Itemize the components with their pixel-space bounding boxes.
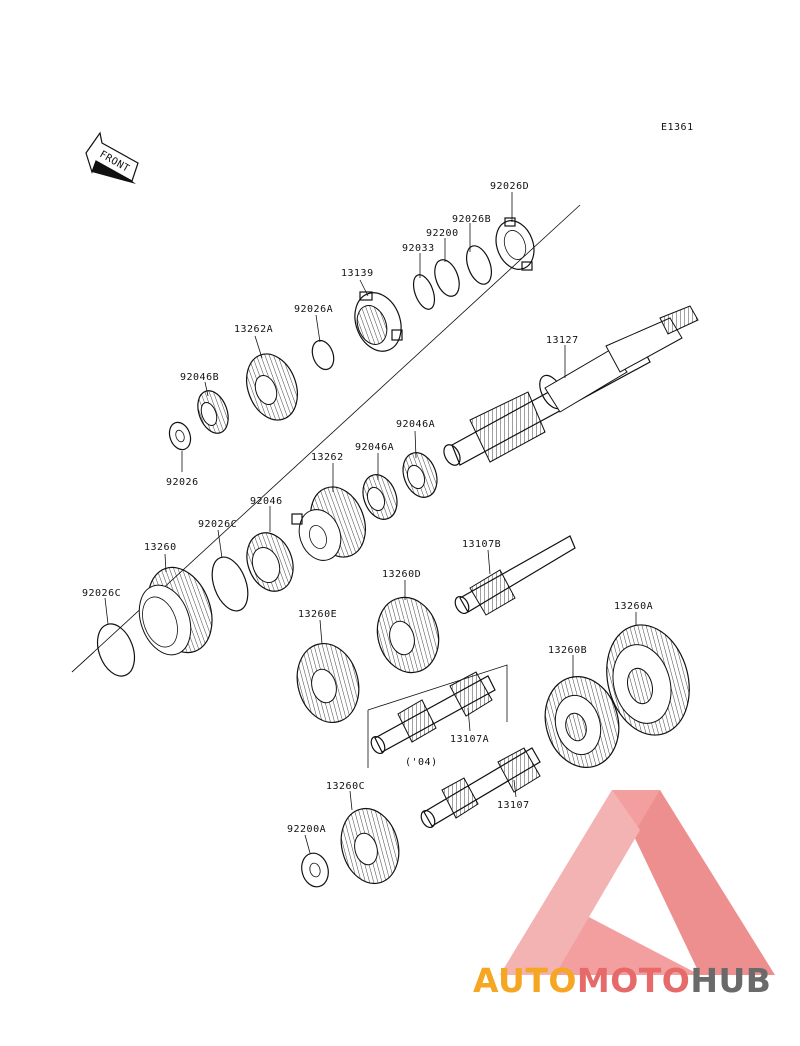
label-92200: 92200 — [426, 228, 459, 239]
label-13260D: 13260D — [382, 569, 421, 580]
label-13260E: 13260E — [298, 609, 337, 620]
part-13260E — [296, 642, 360, 724]
label-92026B: 92026B — [452, 214, 491, 225]
label-13107B: 13107B — [462, 539, 501, 550]
label-13139: 13139 — [341, 268, 374, 279]
part-13260B — [544, 676, 620, 768]
part-92026C-1 — [211, 556, 249, 612]
label-92026D: 92026D — [490, 181, 529, 192]
label-13107A: 13107A — [450, 734, 489, 745]
label-92046: 92046 — [250, 496, 283, 507]
label-92046A-1: 92046A — [396, 419, 435, 430]
part-92200 — [434, 259, 460, 297]
label-13107: 13107 — [497, 800, 530, 811]
part-13260 — [138, 566, 213, 656]
label-92026C-1: 92026C — [198, 519, 237, 530]
part-13107 — [420, 747, 541, 829]
watermark-part-hub: HUB — [690, 961, 772, 1000]
part-92046A-1 — [402, 452, 438, 498]
label-92046A-2: 92046A — [355, 442, 394, 453]
part-labels: 92026D 92026B 92200 92033 13139 92026A 1… — [82, 181, 653, 835]
part-92026C-2 — [96, 623, 136, 677]
label-92200A: 92200A — [287, 824, 326, 835]
watermark-text: AUTOMOTOHUB — [473, 964, 771, 997]
part-13260D — [376, 596, 440, 674]
watermark-part-moto: MOTO — [576, 961, 691, 1000]
part-92033 — [412, 274, 436, 310]
label-13260B: 13260B — [548, 645, 587, 656]
part-92046 — [246, 532, 294, 592]
part-92046B — [197, 390, 229, 434]
part-92200A — [301, 852, 329, 888]
front-arrow-icon: FRONT — [85, 131, 139, 184]
part-92026 — [168, 421, 192, 451]
part-13262 — [291, 486, 366, 561]
part-13107B — [454, 535, 576, 616]
part-92026B — [466, 245, 492, 285]
part-92026D — [495, 217, 535, 271]
leader-lines — [104, 192, 637, 854]
part-13262A — [246, 353, 298, 421]
watermark-logo-icon — [500, 790, 775, 975]
label-92026: 92026 — [166, 477, 199, 488]
label-92026C-2: 92026C — [82, 588, 121, 599]
label-92033: 92033 — [402, 243, 435, 254]
label-13260: 13260 — [144, 542, 177, 553]
watermark-part-auto: AUTO — [473, 961, 577, 1000]
label-92046B: 92046B — [180, 372, 219, 383]
label-92026A: 92026A — [294, 304, 333, 315]
label-13262A: 13262A — [234, 324, 273, 335]
label-13260C: 13260C — [326, 781, 365, 792]
part-13107A — [370, 671, 496, 755]
part-13127 — [443, 305, 699, 466]
part-13260C — [340, 807, 400, 885]
part-92026A — [311, 339, 335, 371]
year-note: ('04) — [405, 757, 438, 768]
label-13127: 13127 — [546, 335, 579, 346]
part-92046A-2 — [362, 474, 398, 520]
label-13260A: 13260A — [614, 601, 653, 612]
part-13260A — [606, 624, 690, 736]
part-13139 — [354, 291, 403, 352]
diagram-code: E1361 — [661, 122, 694, 133]
label-13262: 13262 — [311, 452, 344, 463]
